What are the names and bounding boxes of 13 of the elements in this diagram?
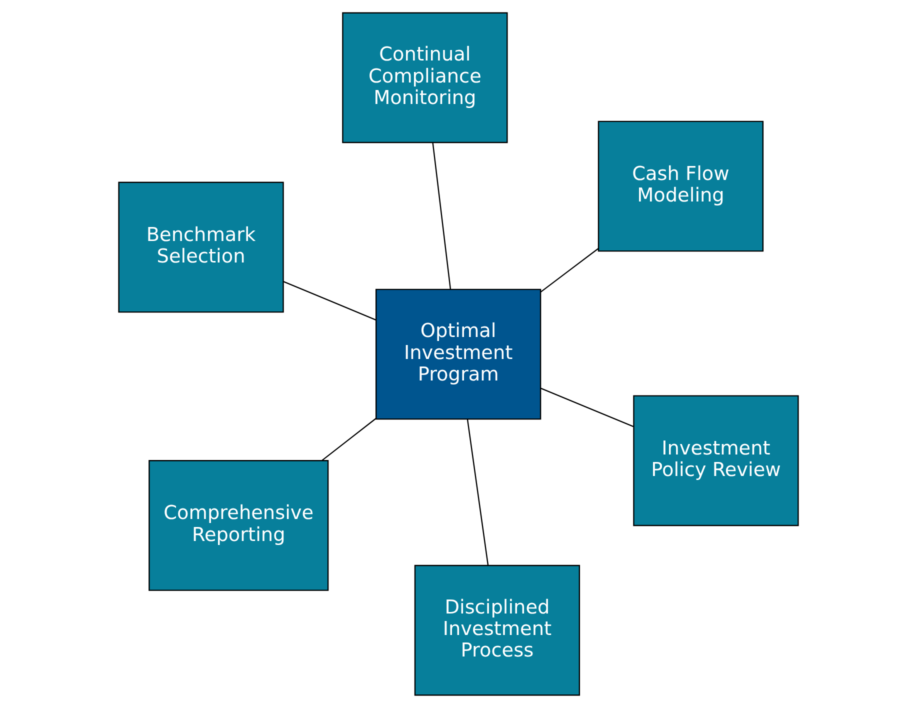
connector — [540, 388, 634, 428]
node-box: Comprehensive Reporting — [148, 460, 329, 591]
node-box: Investment Policy Review — [633, 395, 799, 526]
connector — [322, 418, 376, 462]
node-box: Continual Compliance Monitoring — [342, 12, 508, 144]
connector — [466, 419, 489, 566]
node-box: Optimal Investment Program — [375, 288, 542, 420]
node-box: Disciplined Investment Process — [414, 564, 580, 696]
connector — [432, 142, 452, 290]
connector — [540, 248, 599, 292]
node-box: Cash Flow Modeling — [598, 120, 764, 252]
node-box: Benchmark Selection — [118, 182, 284, 313]
connector — [283, 280, 376, 320]
